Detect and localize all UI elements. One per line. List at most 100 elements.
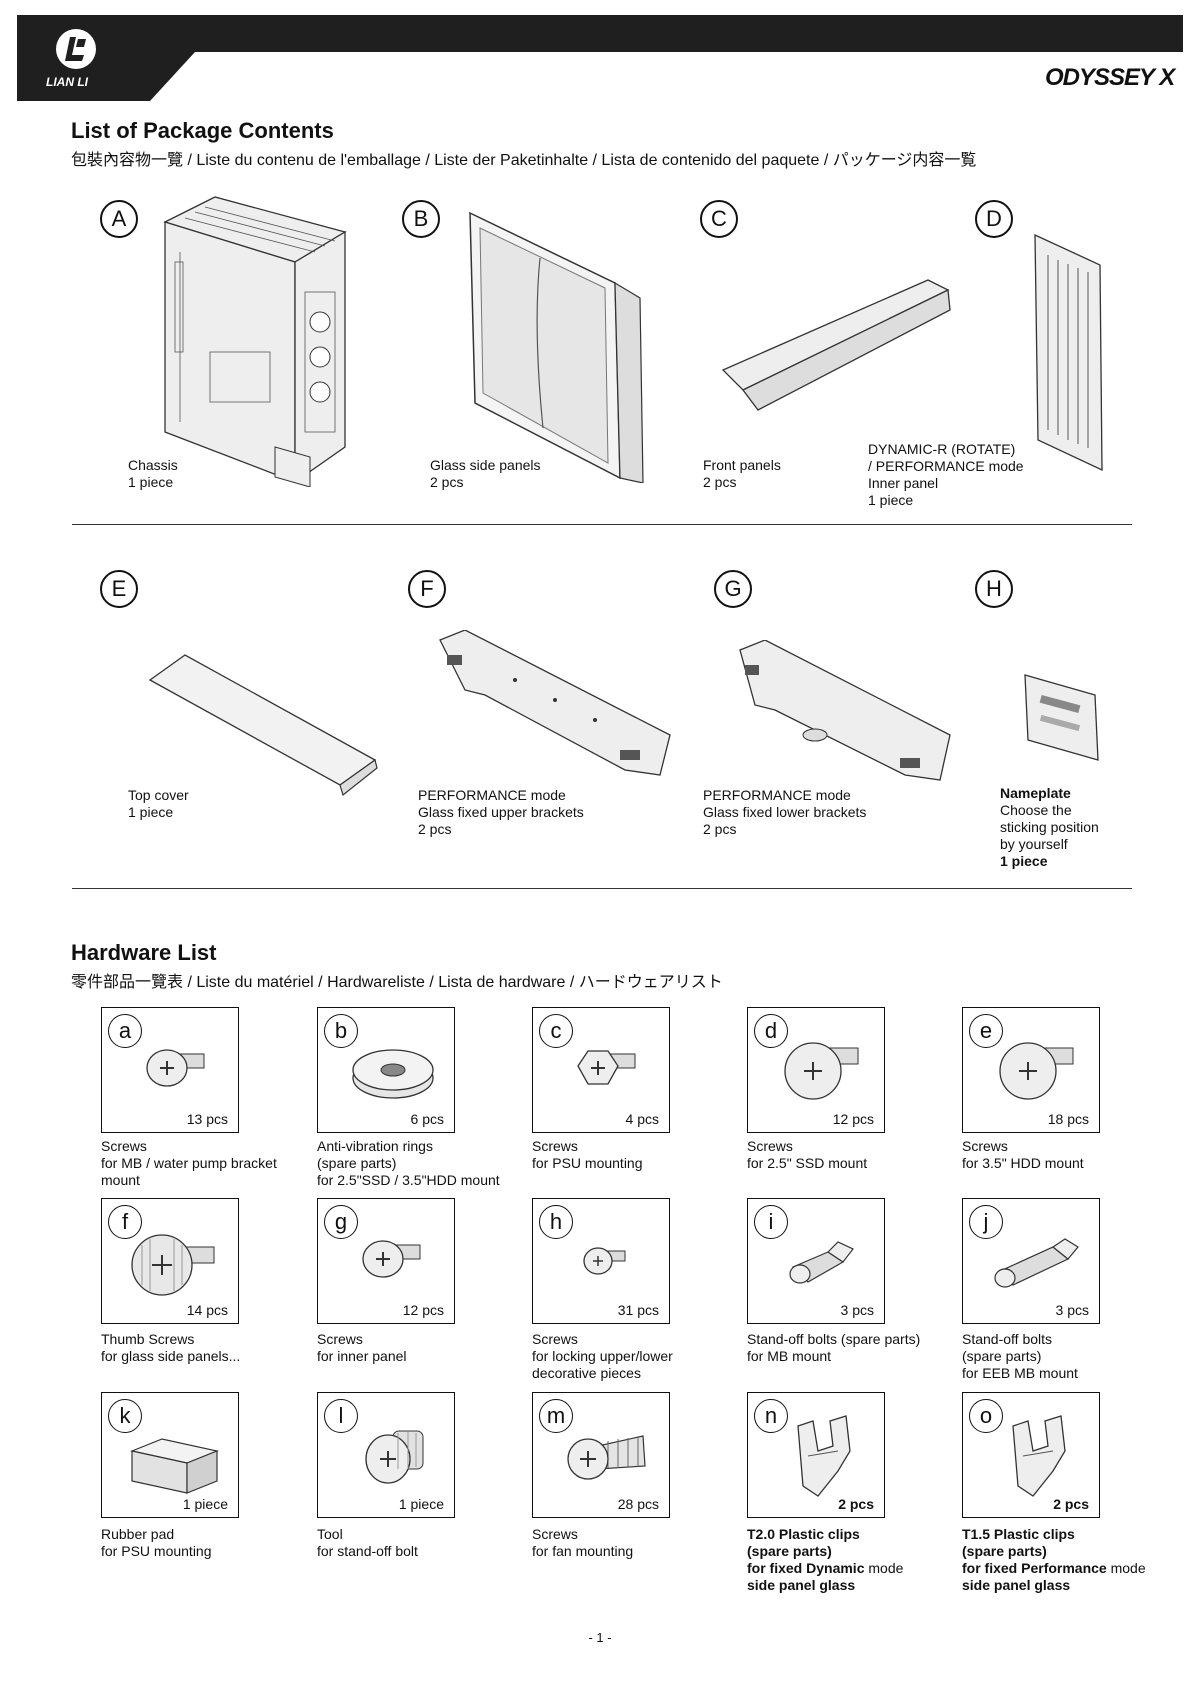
caption-d: DYNAMIC-R (ROTATE) / PERFORMANCE mode In…	[868, 441, 1024, 509]
hw-letter-c: c	[539, 1014, 573, 1048]
caption-f-line-2: Glass fixed upper brackets	[418, 804, 584, 820]
hw-box-f: f 14 pcs	[101, 1198, 239, 1324]
hw-qty-g: 12 pcs	[402, 1302, 444, 1318]
hw-qty-a: 13 pcs	[186, 1111, 228, 1127]
hw-letter-m: m	[539, 1399, 573, 1433]
hw-caption-i-line-2: for MB mount	[747, 1348, 832, 1364]
caption-d-line-1: DYNAMIC-R (ROTATE)	[868, 441, 1016, 457]
hw-standoff-i-icon	[789, 1241, 854, 1284]
hw-caption-n-line-2: (spare parts)	[747, 1543, 832, 1559]
hw-box-i: i 3 pcs	[747, 1198, 885, 1324]
hw-caption-m-line-1: Screws	[532, 1526, 578, 1542]
hw-qty-d: 12 pcs	[832, 1111, 874, 1127]
caption-d-line-4: 1 piece	[868, 492, 914, 508]
hw-caption-c-line-1: Screws	[532, 1138, 578, 1154]
hw-caption-m-line-2: for fan mounting	[532, 1543, 634, 1559]
hw-caption-i-line-1: Stand-off bolts (spare parts)	[747, 1331, 921, 1347]
hw-plastic-clip-n-icon	[797, 1415, 851, 1497]
hw-box-m: m 28 pcs	[532, 1392, 670, 1518]
hardware-subtitle: 零件部品一覽表 / Liste du matériel / Hardwareli…	[71, 974, 723, 991]
hw-caption-a-line-2: for MB / water pump bracket	[101, 1155, 277, 1171]
hw-letter-a: a	[108, 1014, 142, 1048]
caption-f-line-3: 2 pcs	[418, 821, 452, 837]
caption-b-line-2: 2 pcs	[430, 474, 464, 490]
lower-brackets-illustration	[739, 640, 951, 781]
caption-g-line-2: Glass fixed lower brackets	[703, 804, 867, 820]
caption-d-line-3: Inner panel	[868, 475, 939, 491]
hw-letter-j: j	[969, 1205, 1003, 1239]
hw-caption-d-line-2: for 2.5" SSD mount	[747, 1155, 868, 1171]
hw-caption-a-line-1: Screws	[101, 1138, 147, 1154]
lian-li-logo: LIAN LI	[40, 25, 120, 95]
hw-caption-n: T2.0 Plastic clips (spare parts) for fix…	[747, 1526, 903, 1594]
hw-caption-m: Screws for fan mounting	[532, 1526, 633, 1560]
caption-h-line-5: 1 piece	[1000, 853, 1048, 869]
caption-f: PERFORMANCE mode Glass fixed upper brack…	[418, 787, 584, 838]
hw-box-j: j 3 pcs	[962, 1198, 1100, 1324]
hw-letter-o: o	[969, 1399, 1003, 1433]
hw-ring-b-icon	[352, 1049, 434, 1099]
caption-g-line-3: 2 pcs	[703, 821, 737, 837]
caption-e-line-2: 1 piece	[128, 804, 174, 820]
hw-caption-j: Stand-off bolts (spare parts) for EEB MB…	[962, 1331, 1078, 1382]
hw-caption-b-line-1: Anti-vibration rings	[317, 1138, 433, 1154]
hw-box-h: h 31 pcs	[532, 1198, 670, 1324]
glass-side-panels-illustration	[469, 211, 644, 483]
caption-h: Nameplate Choose the sticking position b…	[1000, 785, 1099, 870]
hw-fan-screw-m-icon	[567, 1435, 646, 1480]
caption-h-line-2: Choose the	[1000, 802, 1072, 818]
hardware-title: Hardware List	[71, 940, 217, 965]
hw-caption-a-line-3: mount	[101, 1172, 140, 1188]
hw-caption-o-line-3: for fixed Performance	[962, 1560, 1107, 1576]
hw-caption-o-line-2: (spare parts)	[962, 1543, 1047, 1559]
hw-rubber-pad-k-icon	[129, 1438, 220, 1494]
hw-qty-b: 6 pcs	[410, 1111, 444, 1127]
hw-box-b: b 6 pcs	[317, 1007, 455, 1133]
hw-letter-g: g	[324, 1205, 358, 1239]
hw-caption-n-line-1: T2.0 Plastic clips	[747, 1526, 860, 1542]
hw-box-l: l 1 piece	[317, 1392, 455, 1518]
hw-screw-e-icon	[999, 1042, 1074, 1100]
hw-caption-o: T1.5 Plastic clips (spare parts) for fix…	[962, 1526, 1146, 1594]
hw-caption-b-line-2: (spare parts)	[317, 1155, 397, 1171]
hw-qty-i: 3 pcs	[840, 1302, 874, 1318]
hw-caption-l-line-2: for stand-off bolt	[317, 1543, 418, 1559]
caption-f-line-1: PERFORMANCE mode	[418, 787, 566, 803]
hw-caption-h-line-3: decorative pieces	[532, 1365, 641, 1381]
item-letter-h: H	[975, 570, 1013, 608]
caption-b-line-1: Glass side panels	[430, 457, 541, 473]
hw-box-d: d 12 pcs	[747, 1007, 885, 1133]
hw-caption-d: Screws for 2.5" SSD mount	[747, 1138, 867, 1172]
hw-thumb-screw-f-icon	[131, 1234, 215, 1296]
caption-h-line-4: by yourself	[1000, 836, 1068, 852]
hw-tool-l-icon	[365, 1430, 424, 1484]
hw-qty-o: 2 pcs	[1053, 1496, 1089, 1512]
hw-caption-b: Anti-vibration rings (spare parts) for 2…	[317, 1138, 500, 1189]
item-letter-g: G	[714, 570, 752, 608]
hw-box-n: n 2 pcs	[747, 1392, 885, 1518]
hw-letter-b: b	[324, 1014, 358, 1048]
upper-brackets-illustration	[439, 630, 671, 776]
caption-g-line-1: PERFORMANCE mode	[703, 787, 851, 803]
header-cutout	[150, 52, 1183, 101]
caption-a-line-2: 1 piece	[128, 474, 174, 490]
hw-caption-c: Screws for PSU mounting	[532, 1138, 643, 1172]
hw-caption-h-line-2: for locking upper/lower	[532, 1348, 673, 1364]
hw-caption-e-line-1: Screws	[962, 1138, 1008, 1154]
top-cover-illustration	[148, 654, 378, 797]
hw-qty-f: 14 pcs	[186, 1302, 228, 1318]
hw-screw-a-icon	[146, 1049, 205, 1087]
hw-screw-g-icon	[362, 1240, 421, 1278]
caption-a-line-1: Chassis	[128, 457, 178, 473]
hw-caption-n-line-3b: mode	[868, 1560, 904, 1576]
hw-screw-c-icon	[577, 1050, 636, 1085]
hw-caption-g: Screws for inner panel	[317, 1331, 407, 1365]
hw-caption-f-line-2: for glass side panels...	[101, 1348, 241, 1364]
caption-e-line-1: Top cover	[128, 787, 189, 803]
item-letter-a: A	[100, 200, 138, 238]
nameplate-illustration	[1024, 674, 1099, 761]
hw-caption-h-line-1: Screws	[532, 1331, 578, 1347]
caption-c-line-2: 2 pcs	[703, 474, 737, 490]
inner-panel-illustration	[1034, 233, 1103, 472]
hw-caption-a: Screws for MB / water pump bracket mount	[101, 1138, 277, 1189]
